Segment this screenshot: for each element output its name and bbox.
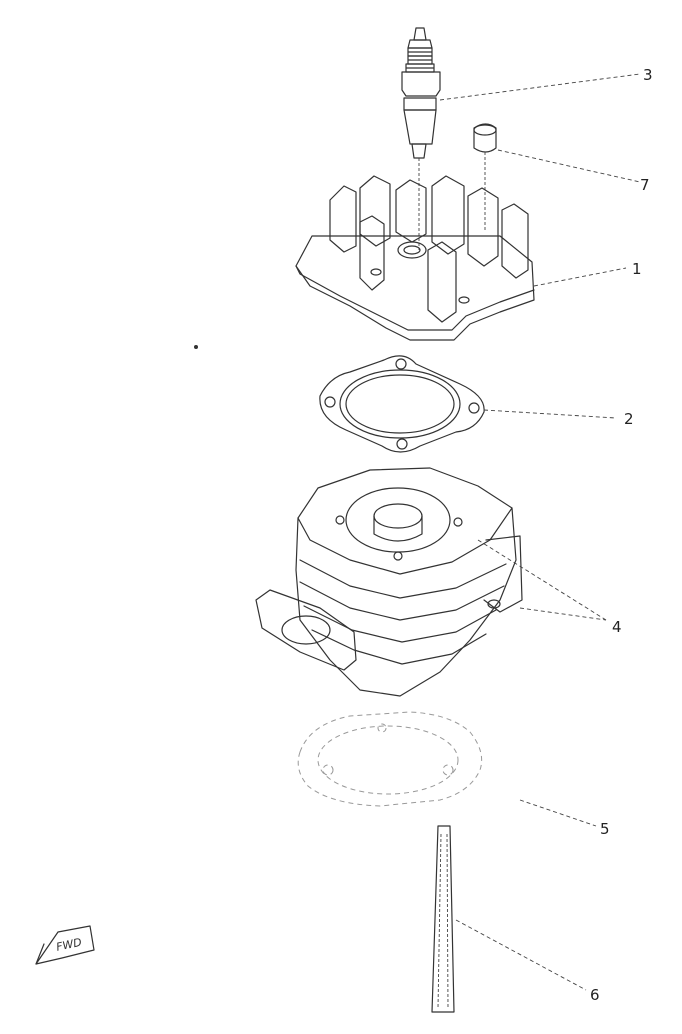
callout-5: 5 bbox=[600, 820, 610, 838]
cylinder bbox=[255, 467, 523, 697]
base-gasket bbox=[297, 711, 483, 807]
cap-nut bbox=[473, 123, 497, 230]
stud-bolt bbox=[431, 825, 455, 1013]
callout-4: 4 bbox=[612, 618, 622, 636]
callout-1: 1 bbox=[632, 260, 642, 278]
forward-arrow-icon: FWD bbox=[35, 925, 95, 965]
spark-plug bbox=[401, 27, 441, 250]
fwd-label: FWD bbox=[55, 936, 83, 954]
cylinder-head bbox=[295, 175, 535, 341]
callout-2: 2 bbox=[624, 410, 634, 428]
leader-lines bbox=[439, 73, 641, 991]
callout-labels: 1 2 3 4 5 6 7 bbox=[590, 66, 653, 1004]
stray-dot bbox=[194, 345, 198, 349]
callout-6: 6 bbox=[590, 986, 600, 1004]
callout-7: 7 bbox=[640, 176, 650, 194]
callout-3: 3 bbox=[643, 66, 653, 84]
head-gasket bbox=[319, 355, 485, 453]
